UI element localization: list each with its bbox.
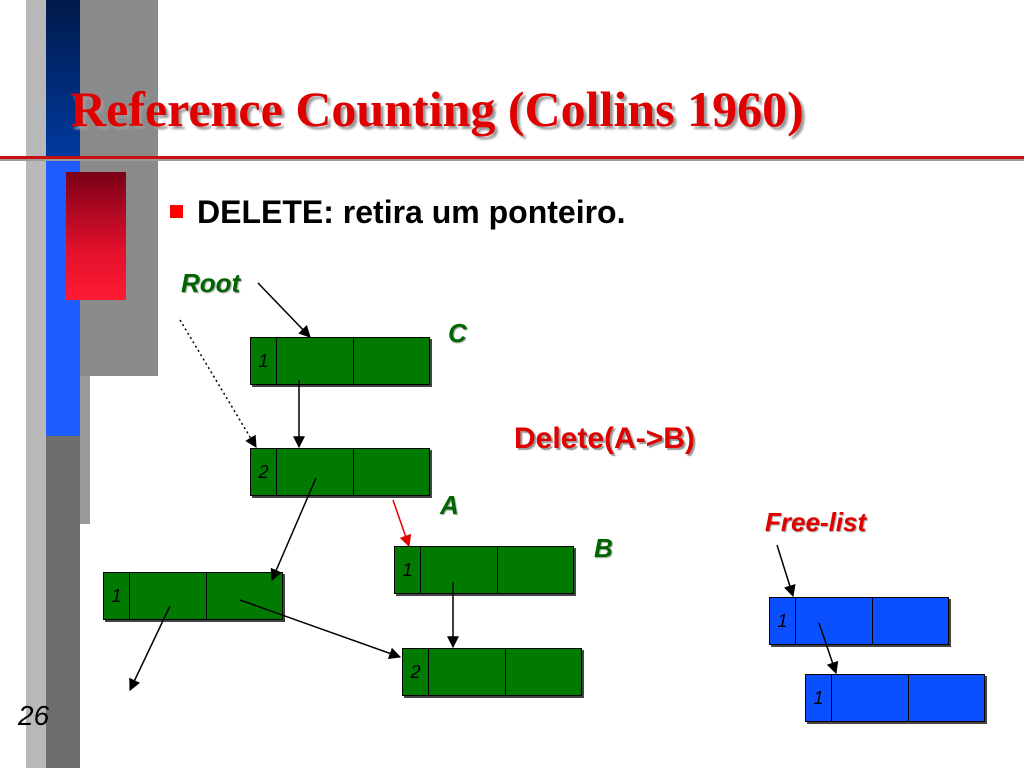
free-list-label: Free-list <box>765 507 867 537</box>
node-b: 2 <box>402 648 582 696</box>
a-label: A <box>440 490 459 520</box>
root-label: Root <box>181 268 241 298</box>
pointer-cell-left <box>832 675 909 721</box>
decor-bar-navy <box>46 0 80 160</box>
bullet-item: DELETE: retira um ponteiro. <box>170 194 625 231</box>
arrow-second-to-a-deleted <box>392 499 412 548</box>
c-label: C <box>448 318 467 348</box>
arrow-left-to-b <box>239 599 402 660</box>
bullet-square-icon <box>170 205 183 219</box>
arrow-second-to-left <box>270 477 317 582</box>
ref-count: 2 <box>251 449 277 495</box>
pointer-cell-left <box>429 649 506 695</box>
decor-bar-red <box>66 172 126 300</box>
node-second: 2 <box>250 448 430 496</box>
pointer-cell-left <box>796 598 873 644</box>
arrow-left-down <box>129 605 171 692</box>
bullet-text: DELETE: retira um ponteiro. <box>197 194 626 230</box>
pointer-cell-left <box>421 547 498 593</box>
title-underline-shadow <box>0 159 1024 161</box>
slide-number: 26 <box>18 700 50 731</box>
ref-count: 2 <box>403 649 429 695</box>
ref-count: 1 <box>104 573 130 619</box>
node-free-2: 1 <box>805 674 985 722</box>
ref-count: 1 <box>395 547 421 593</box>
arrow-root-to-c <box>257 282 311 338</box>
node-a: 1 <box>394 546 574 594</box>
ref-count: 1 <box>806 675 832 721</box>
slide-title: Reference Counting (Collins 1960) <box>70 81 804 137</box>
pointer-cell-left <box>277 338 354 384</box>
node-left: 1 <box>103 572 283 620</box>
node-free-1: 1 <box>769 597 949 645</box>
node-c: 1 <box>250 337 430 385</box>
ref-count: 1 <box>770 598 796 644</box>
operation-label: Delete(A->B) <box>514 422 695 455</box>
arrow-root-to-second-dotted <box>179 319 257 449</box>
decor-bar-gray-low <box>80 376 90 524</box>
b-label: B <box>594 533 613 563</box>
arrow-free-list-to-free-1 <box>776 544 796 598</box>
arrow-free-1-to-free-2 <box>818 622 839 675</box>
title-underline <box>0 156 1024 159</box>
pointer-cell-left <box>277 449 354 495</box>
ref-count: 1 <box>251 338 277 384</box>
pointer-cell-left <box>130 573 207 619</box>
